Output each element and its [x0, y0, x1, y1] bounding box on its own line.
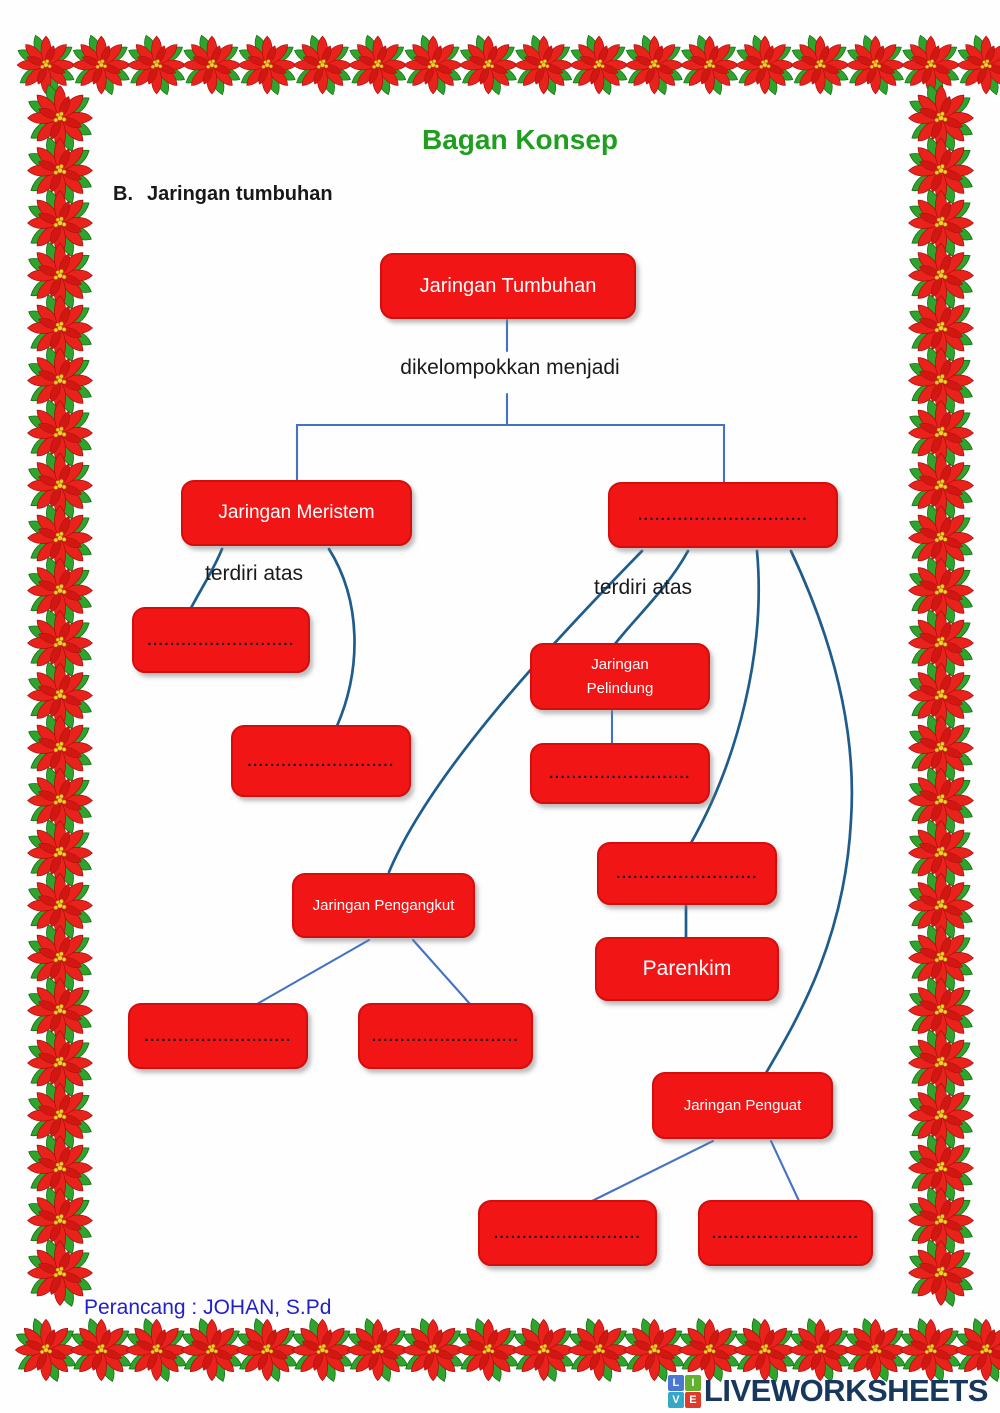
connector-meristem-blank1 — [189, 547, 224, 610]
node-parenkim: Parenkim — [595, 937, 779, 1001]
logo-tile: L — [667, 1374, 684, 1391]
connector-kelompok2-pelindung — [613, 549, 690, 646]
connector-pengangkut-blank2 — [411, 938, 472, 1006]
page-title: Bagan Konsep — [421, 124, 619, 155]
answer-blank-kelompok-kedua-blank[interactable]: .............................. — [608, 482, 838, 548]
answer-blank-penguat-blank-2[interactable]: .......................... — [698, 1200, 873, 1266]
answer-blank-penguat-blank-1[interactable]: .......................... — [478, 1200, 657, 1266]
answer-blank-pelindung-blank[interactable]: ......................... — [530, 743, 710, 804]
section-label: B. Jaringan tumbuhan — [113, 183, 333, 206]
connector-penguat-blank1 — [590, 1139, 715, 1203]
connector-meristem-blank2 — [327, 547, 356, 728]
answer-blank-pengangkut-blank-2[interactable]: .......................... — [358, 1003, 533, 1069]
section-text: Jaringan tumbuhan — [147, 183, 333, 205]
answer-blank-meristem-blank-2[interactable]: .......................... — [231, 725, 411, 797]
connector-penguat-blank2 — [769, 1139, 801, 1203]
node-jaringan-meristem: Jaringan Meristem — [181, 480, 412, 546]
node-jaringan-tumbuhan: Jaringan Tumbuhan — [380, 253, 636, 319]
answer-blank-meristem-blank-1[interactable]: .......................... — [132, 607, 310, 673]
label-dikelompokkan-menjadi: dikelompokkan menjadi — [400, 356, 620, 379]
node-jaringan-penguat: Jaringan Penguat — [652, 1072, 833, 1139]
connector-kelompok2-parenkim — [689, 549, 761, 845]
designer-credit: Perancang : JOHAN, S.Pd — [84, 1296, 332, 1319]
label-terdiri-atas-left: terdiri atas — [205, 562, 304, 585]
connector-pengangkut-blank1 — [255, 938, 371, 1006]
connector-kelompok2-pengangkut — [387, 549, 644, 874]
logo-tile: E — [684, 1391, 701, 1408]
logo-tile: V — [667, 1391, 684, 1408]
logo-tile: I — [684, 1374, 701, 1391]
node-label-line: Pelindung — [586, 679, 654, 697]
section-prefix: B. — [113, 183, 133, 205]
node-jaringan-pengangkut: Jaringan Pengangkut — [292, 873, 475, 938]
node-label-line: Jaringan — [591, 656, 649, 674]
connector-bracket — [295, 423, 726, 485]
label-terdiri-atas-right: terdiri atas — [594, 576, 693, 599]
liveworksheets-wordmark: LIVEWORKSHEETS — [703, 1373, 989, 1408]
answer-blank-parenkim-atas-blank[interactable]: ......................... — [597, 842, 777, 905]
connector-kelompok2-penguat — [764, 549, 854, 1075]
answer-blank-pengangkut-blank-1[interactable]: .......................... — [128, 1003, 308, 1069]
